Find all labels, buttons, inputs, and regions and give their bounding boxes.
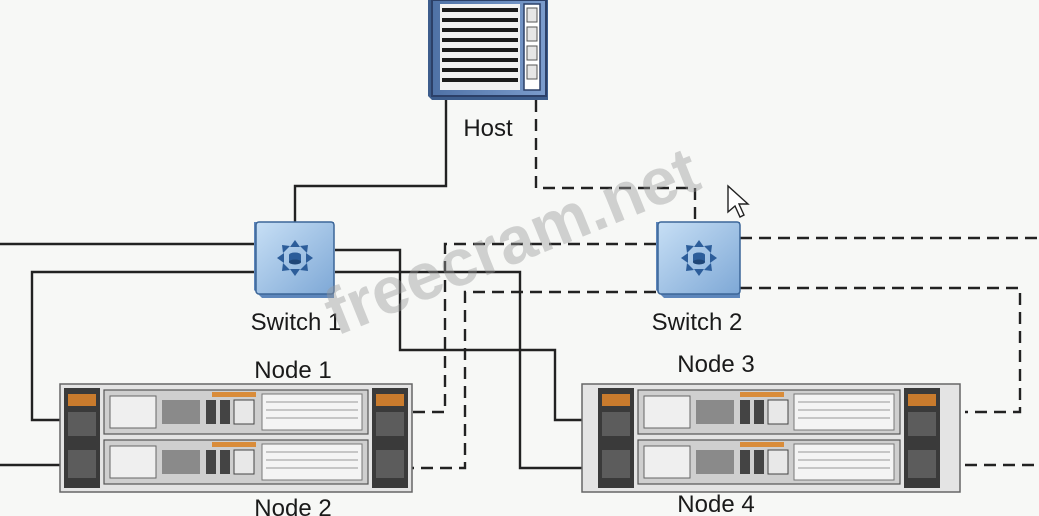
server-icon xyxy=(428,0,548,100)
watermark: freecram.net xyxy=(314,132,709,349)
storage-array-icon xyxy=(581,383,961,493)
network-switch-icon xyxy=(656,221,741,298)
mouse-cursor-icon xyxy=(727,184,750,218)
node3-controller xyxy=(637,389,901,435)
cable-host-switch1 xyxy=(293,98,448,222)
dashed-cables xyxy=(410,100,1039,470)
network-switch-icon xyxy=(254,221,335,298)
switch-2: Switch 2 xyxy=(652,221,743,336)
node3-label: Node 3 xyxy=(677,351,754,378)
solid-cables xyxy=(0,98,600,470)
cable-switch2-node3 xyxy=(740,286,1022,414)
storage-array-icon xyxy=(59,383,413,493)
switch1-label: Switch 1 xyxy=(251,309,342,336)
node2-label: Node 2 xyxy=(254,495,331,516)
cable-host-switch2 xyxy=(534,100,697,222)
node4-label: Node 4 xyxy=(677,491,754,516)
cable-switch2-node2 xyxy=(410,290,656,470)
cable-switch1-node3 xyxy=(335,248,600,422)
storage-array-left: Node 1 Node 2 xyxy=(59,357,413,516)
storage-array-right: Node 3 Node 4 xyxy=(581,351,961,516)
node1-controller xyxy=(103,389,369,435)
cable-switch1-node4 xyxy=(335,270,600,470)
node4-controller xyxy=(637,439,901,485)
switch2-label: Switch 2 xyxy=(652,309,743,336)
switch-1: Switch 1 xyxy=(251,221,342,336)
host-server: Host xyxy=(428,0,548,142)
node1-label: Node 1 xyxy=(254,357,331,384)
cable-switch1-node1 xyxy=(30,270,254,422)
cable-switch2-node1 xyxy=(410,242,656,414)
host-label: Host xyxy=(463,115,513,142)
node2-controller xyxy=(103,439,369,485)
